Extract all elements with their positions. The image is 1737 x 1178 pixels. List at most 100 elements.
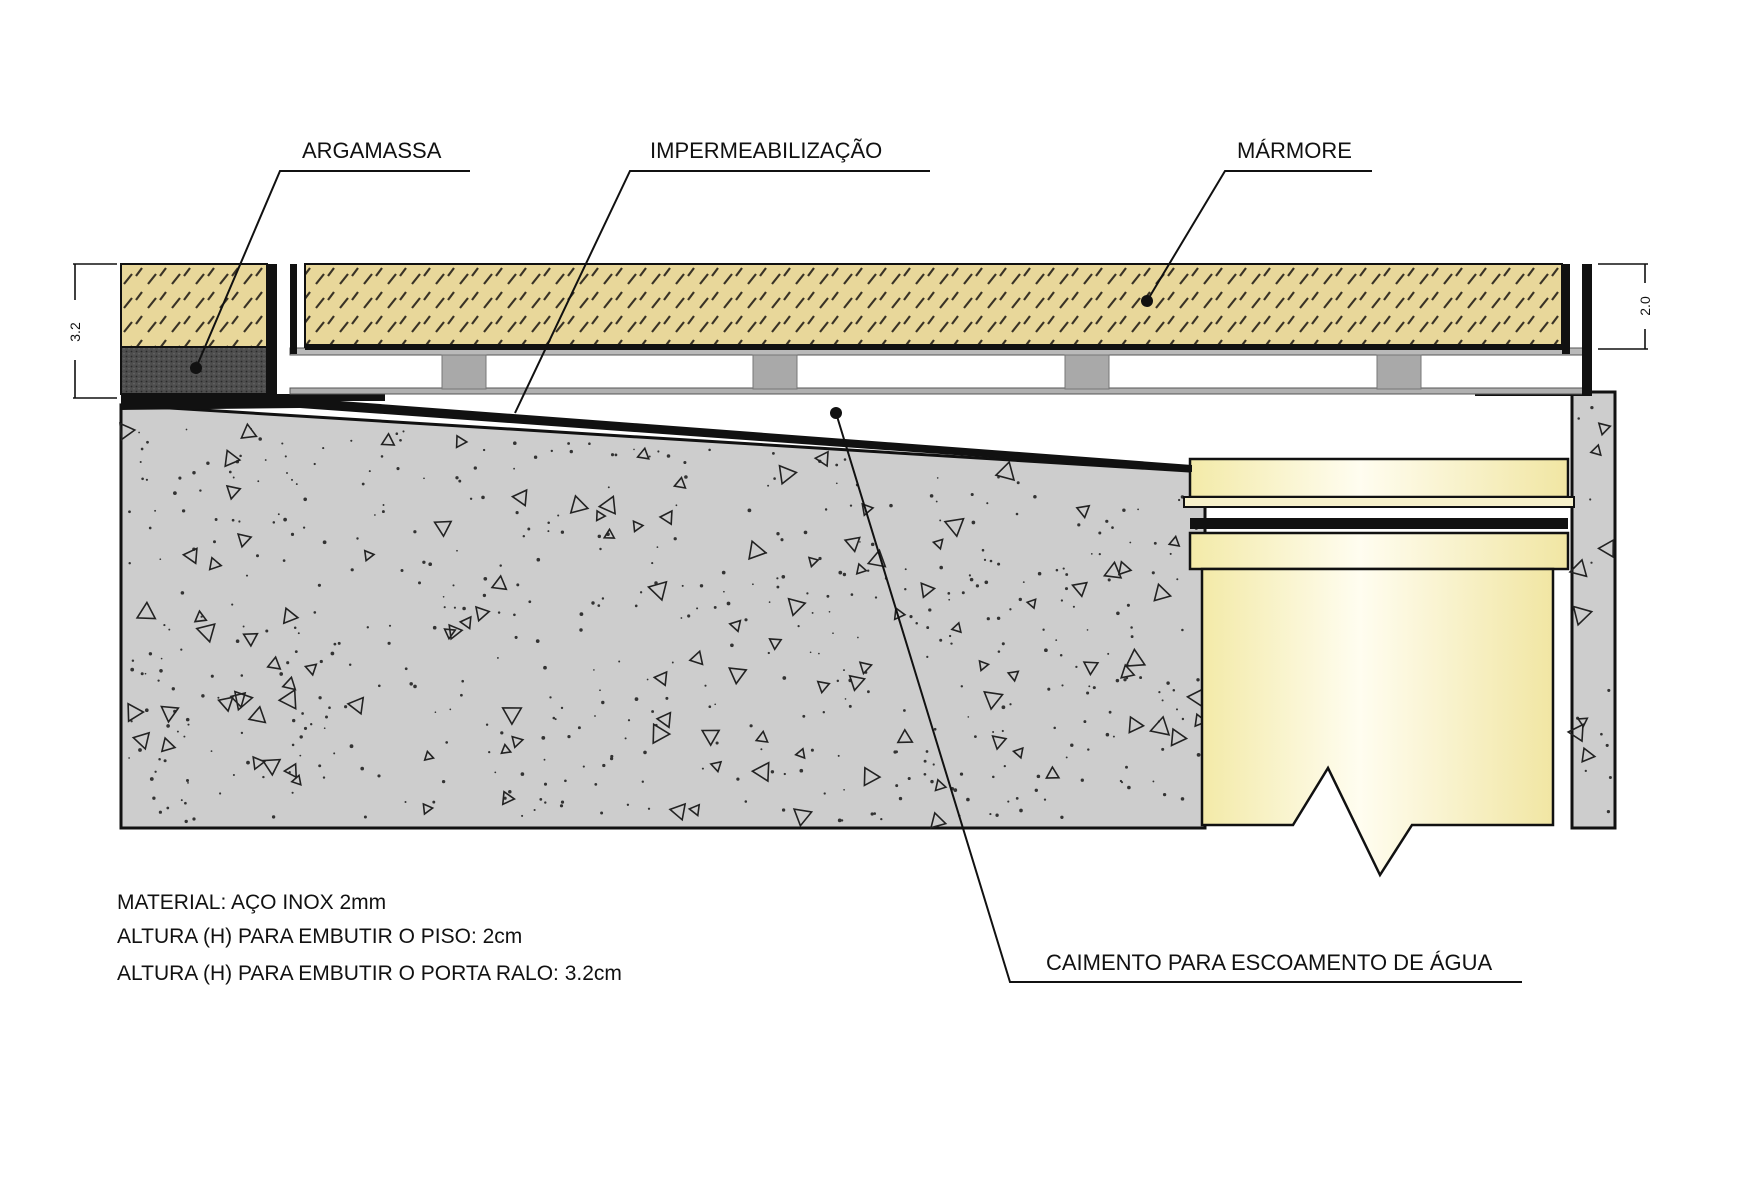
aggregate-dot — [482, 448, 486, 452]
aggregate-triangle — [474, 605, 491, 623]
aggregate-dot — [356, 537, 359, 540]
aggregate-dot — [828, 610, 831, 613]
aggregate-triangle — [1045, 765, 1061, 779]
aggregate-dot — [449, 708, 452, 711]
aggregate-dot — [781, 574, 786, 579]
aggregate-dot — [582, 765, 585, 768]
aggregate-dot — [602, 763, 606, 768]
aggregate-triangle — [1075, 504, 1091, 520]
aggregate-dot — [418, 581, 421, 585]
aggregate-dot — [657, 450, 660, 453]
aggregate-dot — [325, 715, 328, 719]
aggregate-dot — [1098, 552, 1101, 556]
aggregate-triangle — [242, 632, 259, 648]
aggregate-dot — [265, 629, 269, 633]
aggregate-dot — [1130, 635, 1134, 639]
aggregate-triangle — [794, 747, 806, 760]
aggregate-triangle — [261, 758, 282, 777]
aggregate-dot — [350, 439, 353, 442]
aggregate-triangle — [700, 729, 721, 747]
aggregate-dot — [361, 482, 365, 486]
aggregate-dot — [217, 696, 220, 699]
aggregate-dot — [591, 601, 595, 605]
aggregate-dot — [404, 801, 407, 803]
aggregate-dot — [246, 760, 250, 765]
note-altura-ralo: ALTURA (H) PARA EMBUTIR O PORTA RALO: 3.… — [117, 962, 622, 985]
aggregate-dot — [850, 593, 854, 596]
aggregate-dot — [1087, 748, 1090, 751]
aggregate-dot — [970, 492, 974, 497]
aggregate-dot — [290, 532, 295, 537]
aggregate-dot — [947, 592, 951, 595]
aggregate-triangle — [778, 464, 798, 486]
aggregate-dot — [235, 639, 240, 643]
aggregate-dot — [181, 509, 186, 513]
aggregate-dot — [160, 657, 163, 660]
aggregate-dot — [445, 741, 449, 744]
aggregate-dot — [597, 604, 601, 607]
aggregate-dot — [130, 720, 133, 723]
aggregate-dot — [1047, 687, 1051, 691]
aggregate-dot — [544, 801, 547, 804]
aggregate-dot — [516, 583, 520, 587]
aggregate-dot — [187, 723, 190, 726]
aggregate-triangle — [855, 562, 868, 575]
aggregate-dot — [496, 656, 499, 659]
aggregate-dot — [295, 483, 298, 486]
aggregate-dot — [515, 511, 519, 515]
dimension-left — [73, 263, 117, 399]
aggregate-dot — [926, 626, 930, 630]
aggregate-triangle — [658, 509, 673, 526]
aggregate-dot — [1607, 688, 1611, 692]
aggregate-dot — [399, 438, 402, 442]
aggregate-dot — [374, 514, 376, 516]
aggregate-dot — [849, 504, 853, 507]
aggregate-dot — [981, 548, 985, 552]
aggregate-dot — [1088, 685, 1091, 688]
aggregate-dot — [455, 476, 459, 480]
aggregate-dot — [286, 661, 290, 665]
aggregate-dot — [344, 705, 348, 709]
aggregate-dot — [318, 696, 322, 700]
aggregate-triangle — [768, 638, 783, 651]
aggregate-dot — [159, 558, 162, 561]
aggregate-dot — [382, 504, 385, 506]
aggregate-dot — [1060, 599, 1064, 602]
aggregate-dot — [837, 754, 840, 757]
aggregate-dot — [1055, 568, 1059, 572]
aggregate-triangle — [792, 808, 814, 828]
aggregate-dot — [293, 626, 297, 629]
aggregate-dot — [543, 782, 548, 786]
aggregate-dot — [1161, 747, 1165, 751]
aggregate-triangle — [807, 556, 820, 569]
aggregate-dot — [396, 467, 400, 471]
aggregate-dot — [609, 756, 614, 761]
aggregate-dot — [643, 750, 647, 755]
aggregate-triangle — [652, 670, 668, 687]
aggregate-dot — [432, 800, 436, 804]
aggregate-dot — [299, 754, 302, 757]
aggregate-dot — [130, 667, 135, 672]
aggregate-dot — [238, 520, 241, 523]
aggregate-dot — [138, 748, 142, 752]
aggregate-dot — [809, 651, 812, 654]
aggregate-dot — [483, 576, 488, 581]
aggregate-dot — [1055, 639, 1058, 641]
aggregate-dot — [557, 514, 560, 517]
aggregate-dot — [1172, 688, 1176, 692]
aggregate-dot — [228, 470, 232, 474]
aggregate-dot — [1608, 775, 1612, 780]
aggregate-dot — [138, 431, 140, 434]
aggregate-dot — [673, 537, 677, 541]
note-material: MATERIAL: AÇO INOX 2mm — [117, 891, 386, 914]
aggregate-dot — [986, 617, 990, 621]
aggregate-triangle — [1070, 581, 1089, 598]
aggregate-dot — [1001, 729, 1004, 733]
aggregate-triangle — [931, 538, 944, 551]
aggregate-dot — [624, 737, 627, 740]
aggregate-dot — [837, 818, 842, 823]
aggregate-dot — [213, 540, 216, 544]
aggregate-dot — [776, 577, 779, 580]
aggregate-dot — [989, 559, 993, 563]
aggregate-dot — [974, 735, 977, 738]
